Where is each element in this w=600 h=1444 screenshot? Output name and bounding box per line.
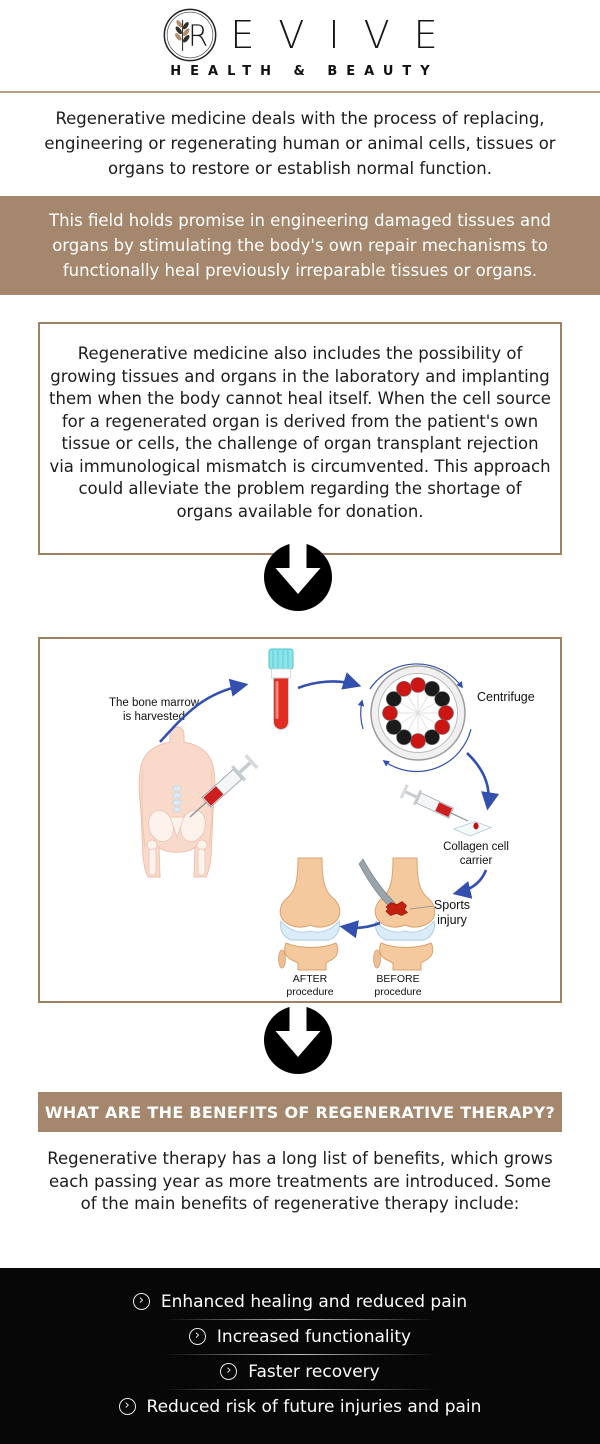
patient-figure [138,726,259,878]
header-logo: R EVIVE HEALTH & BEAUTY [0,7,600,79]
list-item-label: Enhanced healing and reduced pain [160,1291,468,1312]
after-label-line1: AFTER [293,973,328,985]
flow-arrow-4 [452,869,488,899]
list-divider [164,1318,436,1320]
blood-tube-icon [268,648,294,730]
flow-arrow-2 [297,672,362,690]
promise-banner-text: This field holds promise in engineering … [48,211,551,280]
benefits-heading-banner: WHAT ARE THE BENEFITS OF REGENERATIVE TH… [38,1092,562,1132]
logo-row: R EVIVE [162,7,438,63]
after-knee [278,857,341,971]
list-item-label: Faster recovery [248,1361,380,1382]
list-divider [164,1388,436,1390]
logo-emblem-icon: R [163,8,217,62]
list-item: › Increased functionality [188,1323,412,1350]
list-item-label: Increased functionality [216,1326,412,1347]
flow-arrow-1 [159,678,249,743]
logo-initial: R [189,18,209,52]
benefits-footer: › Enhanced healing and reduced pain › In… [0,1268,600,1444]
list-item-label: Reduced risk of future injuries and pain [146,1396,482,1417]
before-knee [358,857,436,971]
promise-banner: This field holds promise in engineering … [0,196,600,295]
list-item: › Faster recovery [220,1358,380,1385]
harvest-syringe-icon [189,754,259,818]
before-label-line1: BEFORE [376,973,419,985]
benefits-heading: WHAT ARE THE BENEFITS OF REGENERATIVE TH… [44,1102,556,1122]
brand-name: EVIVE [230,13,462,57]
collagen-label-line1: Collagen cell [443,841,509,853]
lab-grown-box: Regenerative medicine also includes the … [38,322,562,555]
flow-arrow-3 [466,752,500,811]
circled-chevron-icon: › [188,1328,206,1345]
list-item: › Enhanced healing and reduced pain [132,1288,468,1315]
list-item: › Reduced risk of future injuries and pa… [118,1393,482,1420]
leaf-icon [175,20,190,51]
before-label-line2: procedure [374,986,421,998]
brand-tagline: HEALTH & BEAUTY [170,64,439,79]
sports-injury-label-line1: Sports [434,898,470,912]
rotation-arrows [357,663,472,773]
procedure-diagram: The bone marrow is harvested [38,637,562,1003]
collagen-carrier-icon [452,821,493,837]
collagen-syringe-icon [399,784,469,822]
lab-grown-text: Regenerative medicine also includes the … [49,344,551,521]
circled-chevron-icon: › [220,1363,238,1380]
circled-chevron-icon: › [132,1293,150,1310]
after-label-line2: procedure [286,986,333,998]
centrifuge-icon [357,663,472,773]
bone-marrow-label-line2: is harvested [123,711,185,723]
procedure-diagram-art: The bone marrow is harvested [109,648,535,998]
list-divider [164,1353,436,1355]
collagen-label-line2: carrier [460,855,493,867]
benefits-paragraph: Regenerative therapy has a long list of … [47,1149,553,1213]
down-arrow-icon [264,1005,332,1074]
sports-injury-label-line2: injury [437,913,468,927]
down-arrow-icon [264,542,332,611]
bone-marrow-label-line1: The bone marrow [109,697,200,709]
flow-arrow-5 [339,920,381,939]
circled-chevron-icon: › [118,1398,136,1415]
injury-spot [385,901,409,916]
header-divider [0,91,600,93]
intro-paragraph: Regenerative medicine deals with the pro… [44,109,556,178]
pelvis-bones [146,785,208,876]
centrifuge-label: Centrifuge [477,690,535,704]
